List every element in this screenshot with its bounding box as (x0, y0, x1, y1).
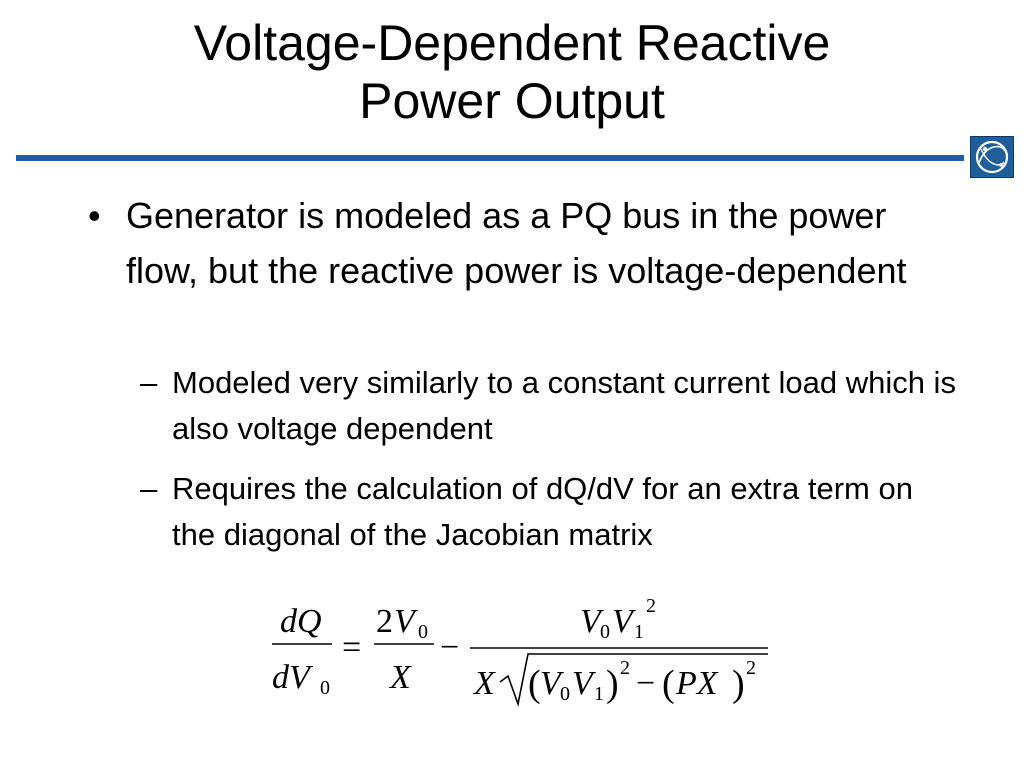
eq-paren-open: ( (662, 663, 675, 705)
eq-term1-sub: 0 (418, 621, 428, 643)
subbullet-text: Requires the calculation of dQ/dV for an… (172, 471, 913, 552)
bullet-text: Generator is modeled as a PQ bus in the … (126, 195, 907, 291)
subbullet-marker: – (140, 365, 158, 400)
eq-lhs-numerator: dQ (280, 603, 322, 640)
bullet-marker: • (88, 195, 101, 236)
eq-lhs-denominator-sub: 0 (320, 677, 330, 699)
eq-lhs-denominator: dV (272, 659, 314, 696)
dq-dv-equation: dQ dV 0 = 2 V 0 X − V 0 V 1 2 X ( V 0 V … (262, 588, 782, 723)
slide-title: Voltage-Dependent Reactive Power Output (0, 14, 1024, 130)
eq-term2-num-exp: 2 (646, 595, 656, 617)
title-line-2: Power Output (359, 73, 665, 129)
eq-term2-den-px: PX (675, 665, 719, 702)
eq-term1-den: X (388, 659, 412, 696)
title-line-1: Voltage-Dependent Reactive (193, 15, 831, 71)
eq-term2-num-v1-sub: 1 (634, 621, 644, 643)
subbullet-text: Modeled very similarly to a constant cur… (172, 365, 956, 446)
eq-term2-den-x: X (472, 665, 496, 702)
circular-orbit-logo-icon (970, 136, 1014, 178)
eq-term2-den-exp2: 2 (746, 657, 756, 679)
eq-term2-num-v0-sub: 0 (600, 621, 610, 643)
sqrt-radical-icon (499, 653, 768, 707)
eq-paren-close: ) (606, 663, 619, 705)
eq-paren-close: ) (732, 663, 745, 705)
eq-minus: − (440, 629, 459, 666)
eq-term2-den-exp1: 2 (620, 657, 630, 679)
eq-term2-den-v0-sub: 0 (560, 683, 570, 705)
title-divider (16, 155, 964, 161)
eq-term1-var: V (394, 603, 419, 640)
eq-term2-den-minus: − (636, 665, 655, 702)
eq-paren-open: ( (528, 663, 541, 705)
eq-term1-coef: 2 (376, 603, 393, 640)
eq-term2-den-v1-sub: 1 (594, 683, 604, 705)
subbullet-marker: – (140, 471, 158, 506)
eq-equals: = (342, 629, 361, 666)
